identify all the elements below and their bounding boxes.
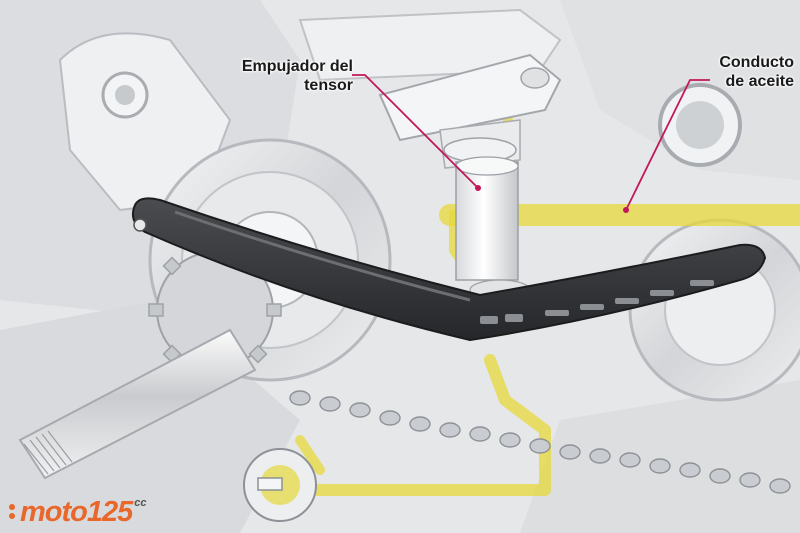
logo-dots-icon bbox=[9, 504, 15, 519]
oil-pump bbox=[243, 448, 317, 522]
oil-callout-line bbox=[625, 79, 710, 211]
oil-label-line-1: Conducto bbox=[719, 54, 794, 71]
moto125-logo: moto125 cc bbox=[9, 496, 147, 530]
logo-suffix: cc bbox=[134, 497, 147, 509]
logo-brand: moto125 bbox=[20, 496, 133, 528]
tensor-callout-line bbox=[352, 74, 479, 189]
callout-lines bbox=[352, 74, 710, 211]
oil-duct-label: Conducto de aceite bbox=[690, 53, 794, 91]
chain-guide bbox=[132, 197, 767, 342]
tensor-pusher-label: Empujador del tensor bbox=[208, 57, 353, 95]
oil-label-line-2: de aceite bbox=[725, 73, 794, 90]
timing-chain bbox=[289, 390, 791, 494]
tensor-label-line-1: Empujador del bbox=[241, 58, 353, 75]
crankshaft bbox=[18, 328, 257, 480]
tensor-label-line-2: tensor bbox=[304, 77, 353, 94]
